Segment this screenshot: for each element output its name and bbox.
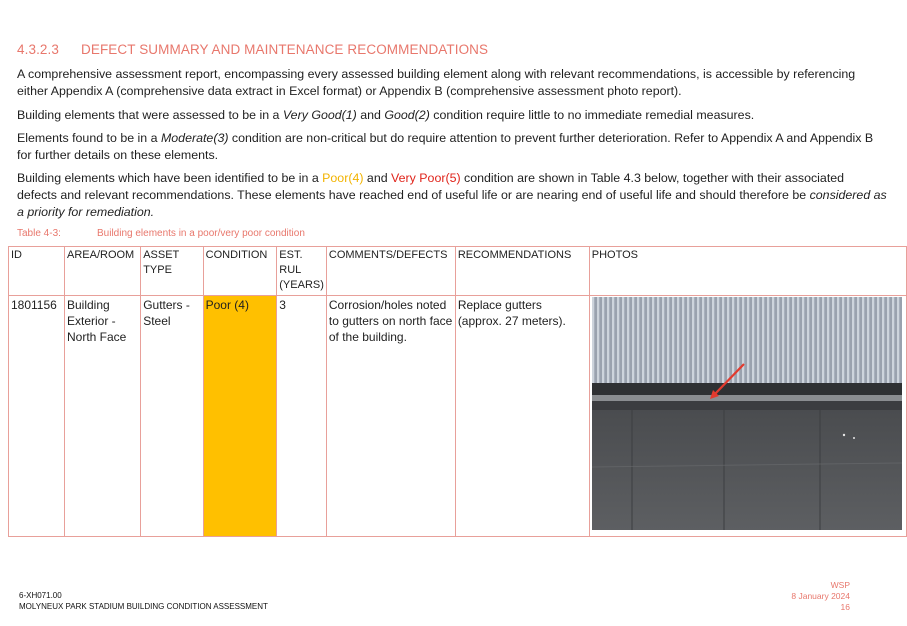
footer-project: MOLYNEUX PARK STADIUM BUILDING CONDITION… [19, 602, 268, 611]
p3-text-a: Elements found to be in a [17, 131, 161, 145]
header-rul: EST. RUL (YEARS) [276, 246, 327, 296]
footer-code: 6-XH071.00 [19, 591, 62, 600]
header-asset-type: ASSET TYPE [140, 246, 204, 296]
footer-right: WSP 8 January 2024 16 [791, 580, 850, 613]
cell-asset-type: Gutters - Steel [140, 295, 204, 537]
header-id: ID [8, 246, 65, 296]
cell-condition: Poor (4) [202, 295, 278, 537]
cell-comments: Corrosion/holes noted to gutters on nort… [325, 295, 456, 537]
cell-rul: 3 [276, 295, 327, 537]
table-header-row: ID AREA/ROOM ASSET TYPE CONDITION EST. R… [8, 246, 907, 296]
header-photos: PHOTOS [588, 246, 907, 296]
p2-text-c: and [356, 108, 385, 122]
cell-photo [588, 295, 907, 537]
section-number: 4.3.2.3 [17, 42, 59, 57]
p4-text-e: condition are shown in Table 4.3 below, … [17, 171, 845, 202]
paragraph-appendix-reference: A comprehensive assessment report, encom… [17, 67, 856, 98]
gutter-photo [591, 297, 902, 530]
cell-area: Building Exterior - North Face [63, 295, 142, 537]
table-caption: Table 4-3: Building elements in a poor/ve… [17, 228, 305, 239]
section-title: DEFECT SUMMARY AND MAINTENANCE RECOMMEND… [81, 42, 489, 57]
table-caption-text: Building elements in a poor/very poor co… [97, 228, 305, 239]
p2-good: Good(2) [384, 108, 430, 122]
p4-poor: Poor(4) [322, 171, 364, 185]
paragraph-poor-condition: Building elements which have been identi… [17, 170, 887, 221]
footer-left: 6-XH071.00 MOLYNEUX PARK STADIUM BUILDIN… [19, 590, 268, 612]
cell-id: 1801156 [8, 295, 65, 537]
paragraph-moderate-condition: Elements found to be in a Moderate(3) co… [17, 130, 887, 164]
p3-text-c: condition are non-critical but do requir… [17, 131, 874, 162]
section-heading: 4.3.2.3 DEFECT SUMMARY AND MAINTENANCE RE… [17, 42, 488, 57]
p2-very-good: Very Good(1) [282, 108, 357, 122]
p4-text-c: and [363, 171, 392, 185]
p2-text-a: Building elements that were assessed to … [17, 108, 283, 122]
header-recommendations: RECOMMENDATIONS [454, 246, 590, 296]
table-row: 1801156 Building Exterior - North Face G… [8, 295, 907, 537]
header-area: AREA/ROOM [63, 246, 142, 296]
p4-priority: considered as a priority for remediation… [17, 188, 887, 219]
footer-date: 8 January 2024 [791, 591, 850, 601]
paragraph-good-condition: Building elements that were assessed to … [17, 107, 887, 124]
p4-text-a: Building elements which have been identi… [17, 171, 323, 185]
header-comments: COMMENTS/DEFECTS [325, 246, 456, 296]
defects-table: ID AREA/ROOM ASSET TYPE CONDITION EST. R… [8, 246, 907, 537]
gutter-photo-image [591, 297, 902, 530]
footer-page-number: 16 [840, 602, 850, 612]
header-condition: CONDITION [202, 246, 278, 296]
p2-text-e: condition require little to no immediate… [429, 108, 755, 122]
footer-company: WSP [830, 580, 850, 590]
table-caption-number: Table 4-3: [17, 228, 61, 239]
cell-recommendations: Replace gutters (approx. 27 meters). [454, 295, 590, 537]
p4-very-poor: Very Poor(5) [391, 171, 461, 185]
p3-moderate: Moderate(3) [160, 131, 229, 145]
